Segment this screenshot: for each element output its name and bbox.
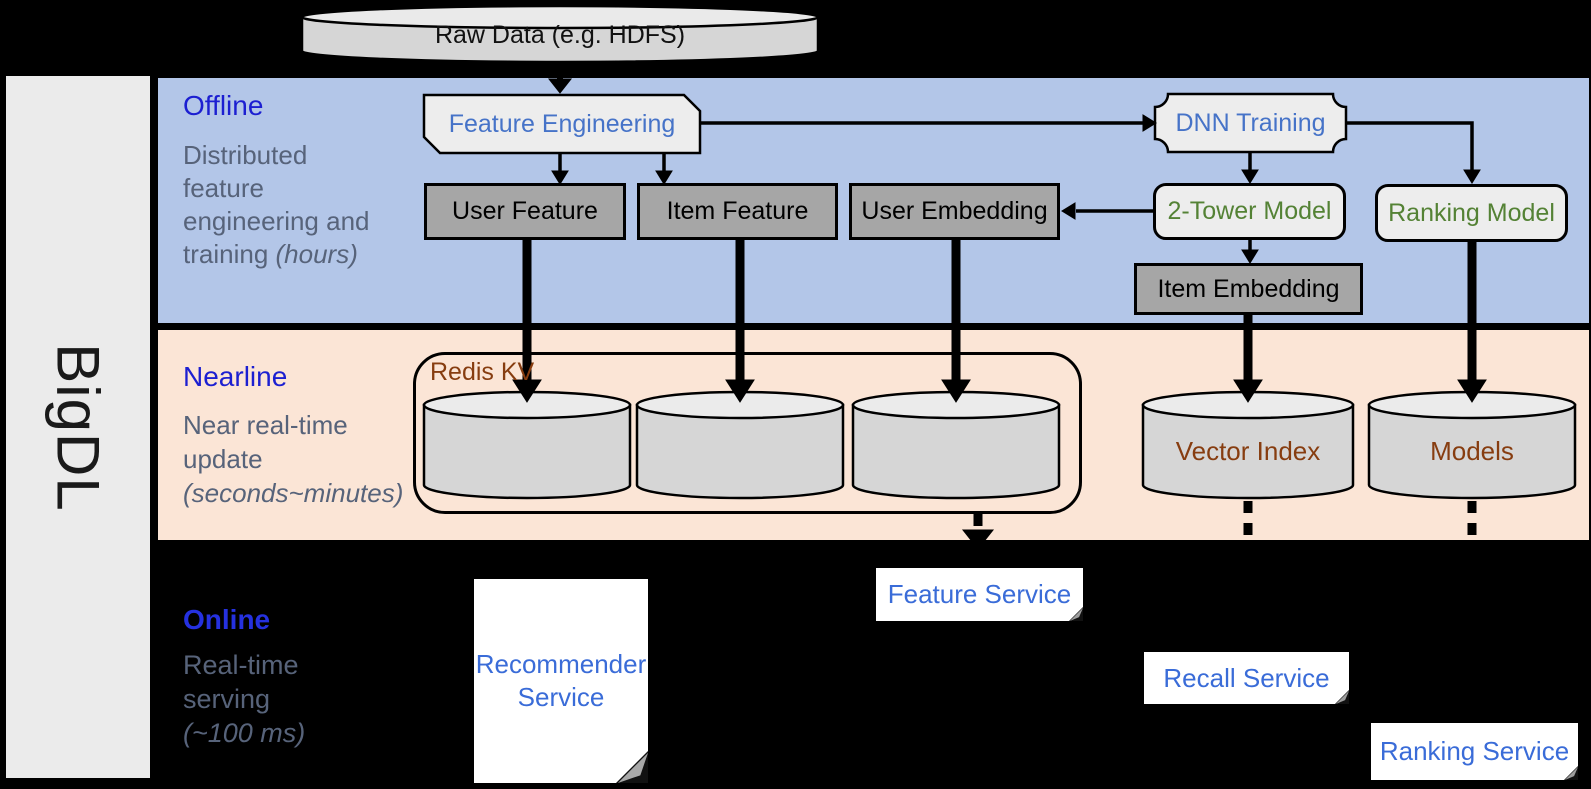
nearline-desc-line: Near real-time	[183, 410, 348, 440]
ranking-service-node: Ranking Service	[1371, 723, 1578, 780]
arrow-item-feature-to-redis	[725, 240, 755, 403]
arrow-redis-to-feature-service	[961, 513, 995, 550]
arrow-fe-to-user-feature	[551, 153, 569, 185]
dnn-training-shape	[1153, 92, 1348, 154]
arrow-two-tower-to-item-embedding	[1241, 240, 1259, 264]
arrow-rawdata-to-offline	[547, 62, 573, 94]
folded-corner-icon	[1564, 766, 1578, 780]
offline-desc-line: Distributed	[183, 140, 308, 170]
user-embedding-node: User Embedding	[849, 183, 1060, 240]
arrow-fe-to-item-feature	[655, 153, 673, 185]
feature-service-node: Feature Service	[876, 568, 1083, 621]
arrow-dnn-to-ranking-model	[1346, 121, 1481, 184]
vector-index-cylinder	[1141, 390, 1355, 500]
folded-corner-icon	[1335, 690, 1349, 704]
nearline-desc-line: update	[183, 444, 263, 474]
arrow-user-embedding-to-redis	[941, 240, 971, 403]
online-desc-line: Real-time	[183, 650, 299, 680]
feature-service-label: Feature Service	[887, 579, 1072, 609]
online-section-description: Real-time serving (~100 ms)	[183, 648, 305, 750]
recall-service-label: Recall Service	[1163, 662, 1330, 693]
arrow-fe-to-dnn-training	[700, 114, 1157, 132]
arrow-ranking-model-to-models	[1457, 242, 1487, 403]
arrow-two-tower-to-user-embedding	[1061, 202, 1153, 220]
bigdl-sidebar: BigDL	[6, 76, 150, 778]
raw-data-label: Raw Data (e.g. HDFS)	[434, 20, 686, 49]
offline-desc-line: engineering and	[183, 206, 370, 236]
nearline-section-description: Near real-time update (seconds~minutes)	[183, 408, 403, 510]
ranking-model-label: Ranking Model	[1388, 198, 1555, 227]
offline-desc-line: training (hours)	[183, 239, 358, 269]
vector-index-label: Vector Index	[1175, 435, 1321, 466]
offline-desc-line: feature	[183, 173, 264, 203]
item-embedding-node: Item Embedding	[1134, 263, 1363, 315]
online-desc-line: serving	[183, 684, 271, 714]
folded-corner-icon	[616, 751, 648, 783]
feature-engineering-shape	[422, 93, 702, 155]
user-feature-label: User Feature	[452, 197, 598, 225]
offline-section-description: Distributed feature engineering and trai…	[183, 139, 370, 271]
user-feature-node: User Feature	[424, 183, 626, 240]
arrow-user-feature-to-redis	[512, 240, 542, 403]
models-cylinder	[1367, 390, 1577, 500]
dnn-training-label: DNN Training	[1175, 108, 1326, 137]
recommender-service-label: Recommender Service	[475, 649, 647, 712]
models-label: Models	[1430, 435, 1514, 466]
redis-cylinder-1	[422, 390, 632, 500]
online-section-title: Online	[183, 604, 271, 635]
feature-engineering-label: Feature Engineering	[448, 109, 676, 138]
folded-corner-icon	[1069, 607, 1083, 621]
offline-section-title: Offline	[183, 90, 264, 121]
nearline-section-title: Nearline	[183, 361, 288, 392]
redis-cylinder-3	[851, 390, 1061, 500]
redis-cylinder-2	[635, 390, 845, 500]
redis-kv-container	[413, 352, 1082, 514]
nearline-desc-line: (seconds~minutes)	[183, 478, 404, 508]
user-embedding-label: User Embedding	[861, 197, 1048, 225]
ranking-service-label: Ranking Service	[1379, 736, 1570, 766]
ranking-model-node: Ranking Model	[1375, 184, 1568, 242]
item-feature-label: Item Feature	[666, 197, 809, 225]
arrow-dnn-to-two-tower	[1241, 152, 1259, 184]
recall-service-node: Recall Service	[1144, 652, 1349, 704]
recommender-service-node: Recommender Service	[474, 579, 648, 783]
two-tower-model-label: 2-Tower Model	[1167, 197, 1332, 225]
two-tower-model-node: 2-Tower Model	[1153, 183, 1346, 240]
online-desc-line: (~100 ms)	[183, 718, 306, 748]
item-feature-node: Item Feature	[637, 183, 838, 240]
item-embedding-label: Item Embedding	[1157, 274, 1340, 303]
raw-data-cylinder	[300, 4, 820, 64]
redis-kv-label: Redis KV	[430, 358, 535, 386]
arrow-item-embedding-to-vector-index	[1233, 315, 1263, 403]
